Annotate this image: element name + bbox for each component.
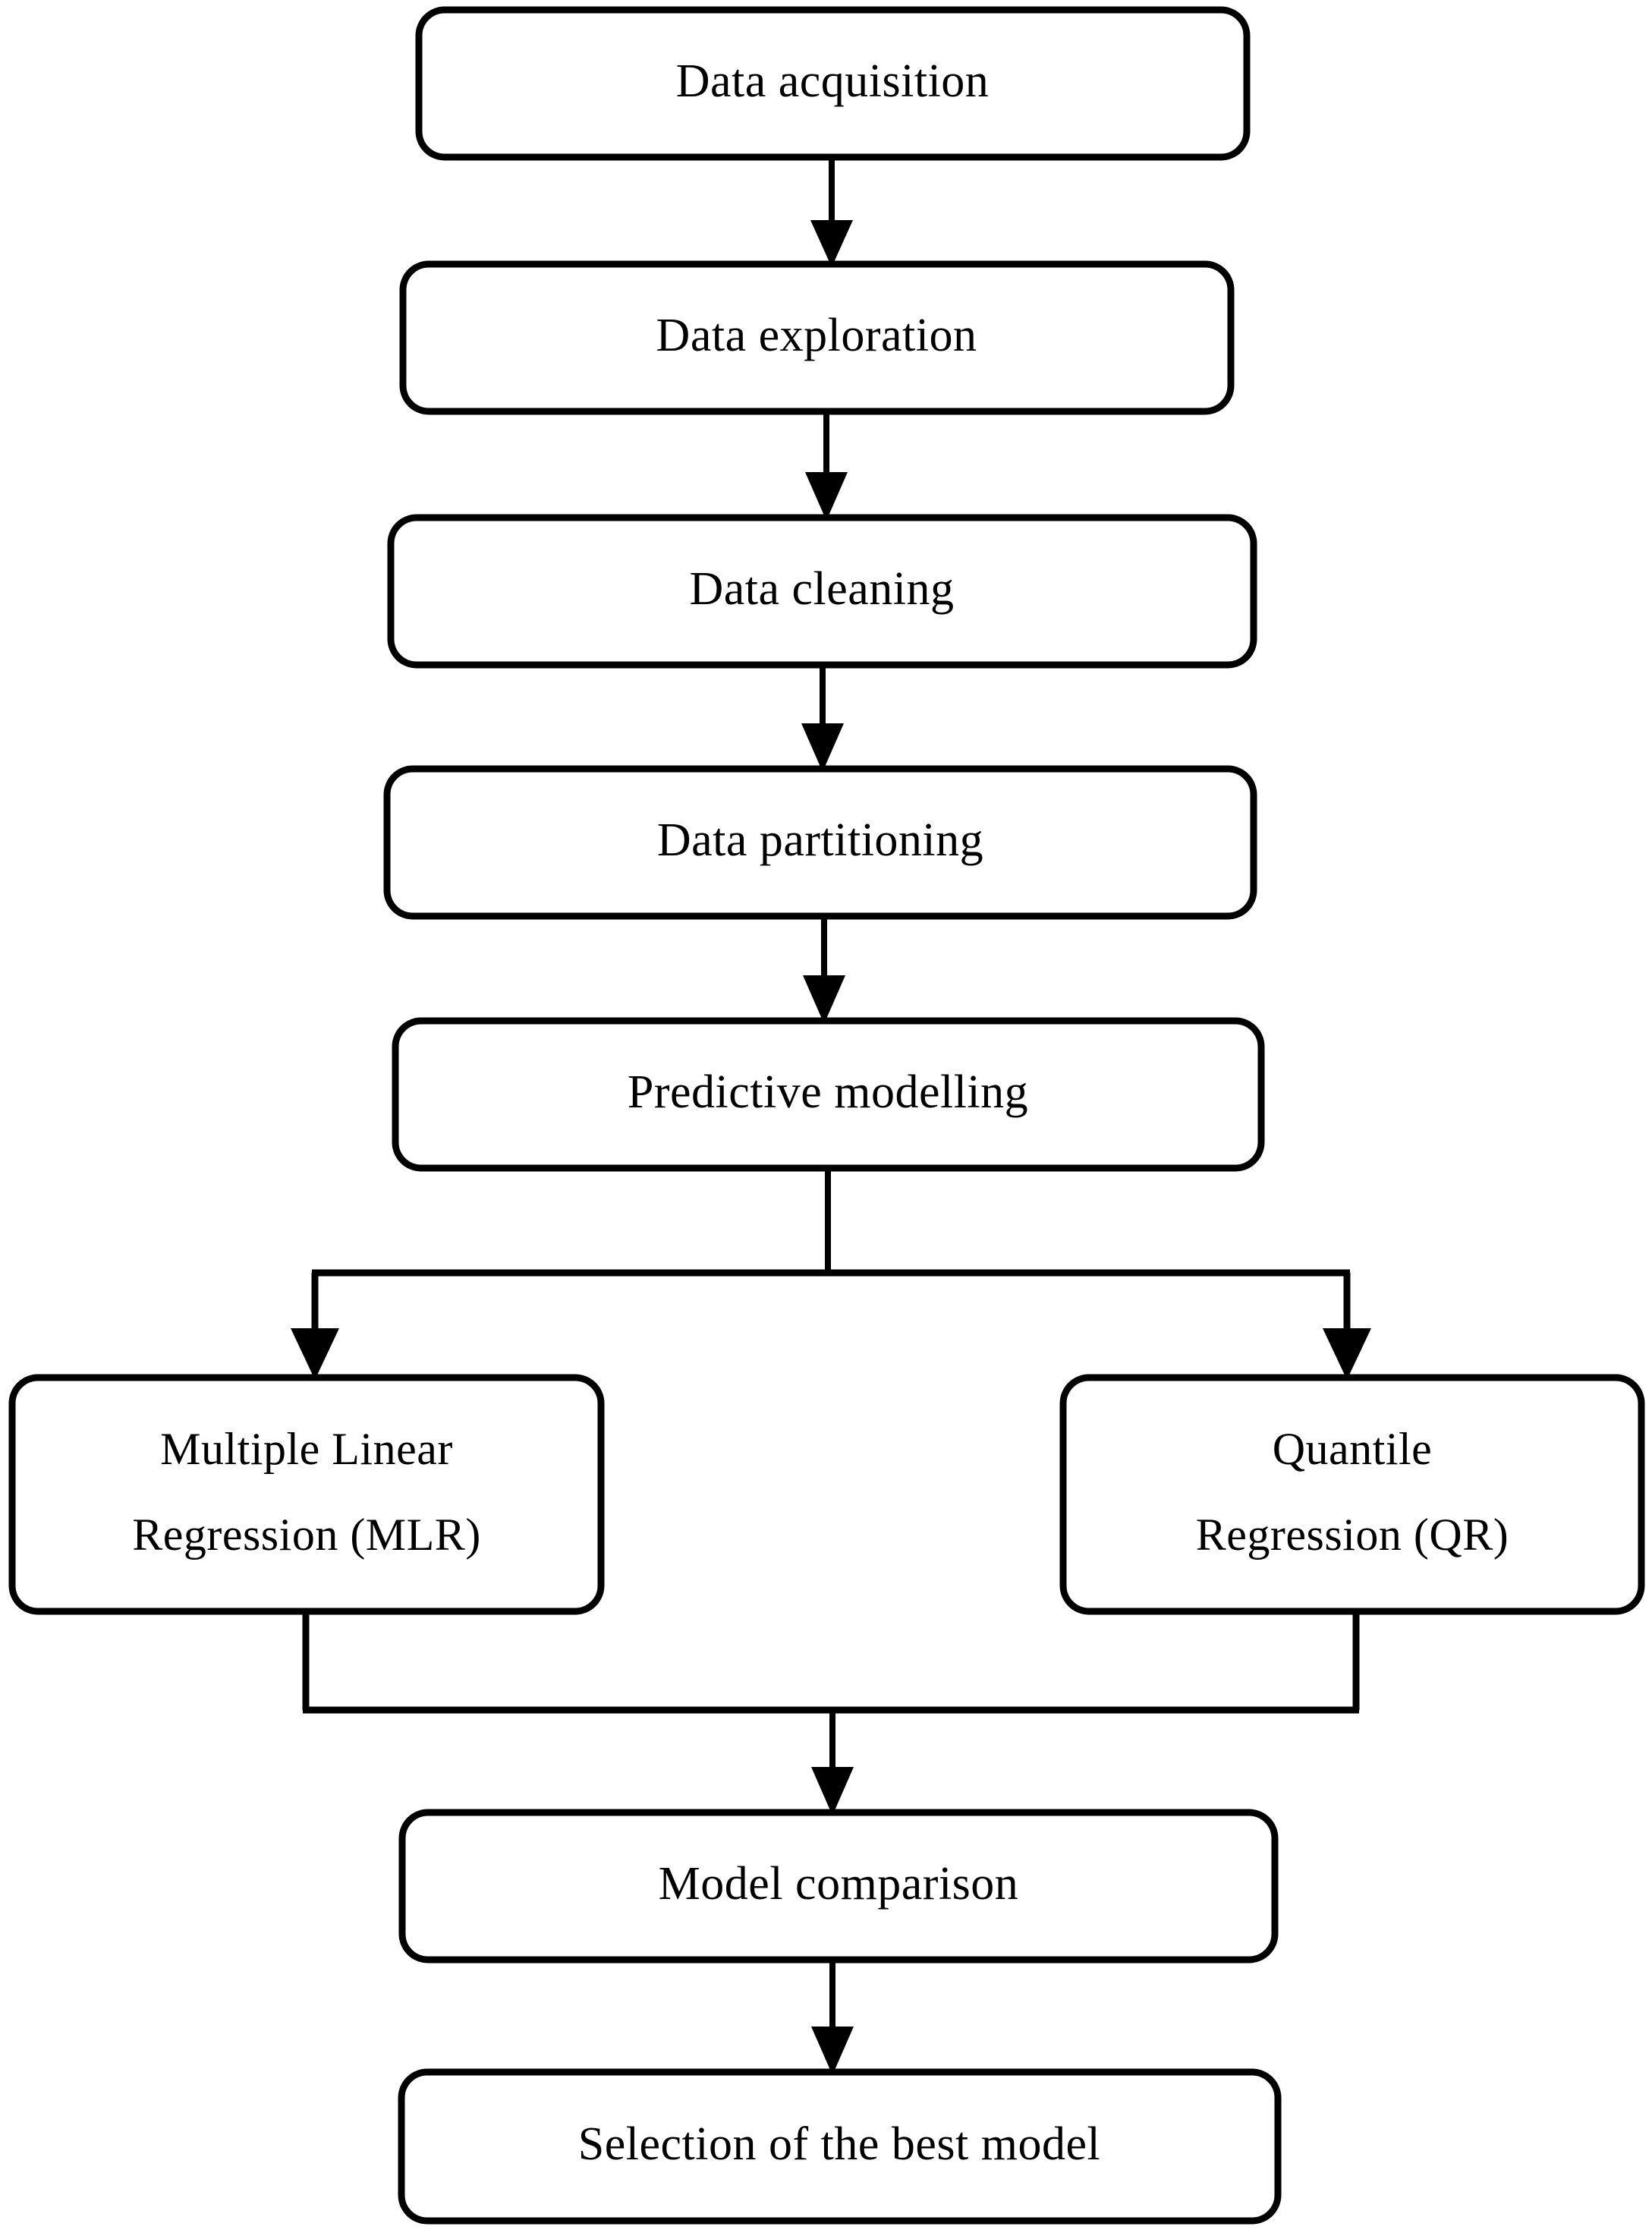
- edge-partitioning-to-predictive: [803, 916, 845, 1024]
- node-selection-best-model[interactable]: Selection of the best model: [398, 2068, 1282, 2225]
- node-multiple-linear-regression[interactable]: Multiple Linear Regression (MLR): [8, 1374, 605, 1615]
- node-label-mlr-line1: Multiple Linear: [160, 1424, 453, 1474]
- node-data-exploration[interactable]: Data exploration: [399, 260, 1235, 415]
- arrow-head-icon: [1323, 1328, 1371, 1380]
- node-predictive-modelling[interactable]: Predictive modelling: [392, 1017, 1265, 1172]
- node-label-selection-best-model: Selection of the best model: [578, 2118, 1100, 2170]
- node-shape: [1059, 1374, 1645, 1615]
- arrow-head-icon: [291, 1328, 339, 1380]
- edge-acquisition-to-exploration: [810, 157, 853, 267]
- node-data-acquisition[interactable]: Data acquisition: [415, 6, 1251, 161]
- arrow-head-icon: [811, 2027, 854, 2075]
- node-label-model-comparison: Model comparison: [659, 1858, 1019, 1910]
- node-shape: [8, 1374, 605, 1615]
- node-label-data-partitioning: Data partitioning: [657, 814, 983, 866]
- node-shape: [383, 765, 1257, 920]
- edge-split-to-mlr: [291, 1273, 339, 1380]
- node-label-qr-line2: Regression (QR): [1196, 1510, 1509, 1560]
- node-label-data-acquisition: Data acquisition: [676, 55, 990, 107]
- edge-split-to-qr: [1323, 1273, 1371, 1380]
- edge-merge-to-comparison: [303, 1706, 1359, 1816]
- node-shape: [387, 514, 1257, 669]
- node-label-data-exploration: Data exploration: [656, 310, 977, 361]
- arrow-head-icon: [810, 220, 853, 267]
- node-label-qr-line1: Quantile: [1273, 1424, 1433, 1474]
- edge-comparison-to-selection: [811, 1960, 854, 2075]
- node-shape: [415, 6, 1251, 161]
- node-shape: [398, 2068, 1282, 2225]
- node-label-data-cleaning: Data cleaning: [689, 563, 954, 615]
- node-data-cleaning[interactable]: Data cleaning: [387, 514, 1257, 669]
- arrow-head-icon: [811, 1767, 854, 1816]
- edge-predictive-split-trunk: [312, 1168, 1350, 1277]
- arrow-head-icon: [805, 472, 848, 521]
- arrow-head-icon: [801, 723, 844, 772]
- node-shape: [398, 1809, 1279, 1964]
- node-label-mlr-line2: Regression (MLR): [132, 1510, 481, 1560]
- node-model-comparison[interactable]: Model comparison: [398, 1809, 1279, 1964]
- node-shape: [399, 260, 1235, 415]
- edge-exploration-to-cleaning: [805, 411, 848, 521]
- edge-cleaning-to-partitioning: [801, 665, 844, 772]
- node-data-partitioning[interactable]: Data partitioning: [383, 765, 1257, 920]
- arrow-head-icon: [803, 975, 845, 1024]
- node-shape: [392, 1017, 1265, 1172]
- node-label-predictive-modelling: Predictive modelling: [628, 1066, 1028, 1118]
- node-quantile-regression[interactable]: Quantile Regression (QR): [1059, 1374, 1645, 1615]
